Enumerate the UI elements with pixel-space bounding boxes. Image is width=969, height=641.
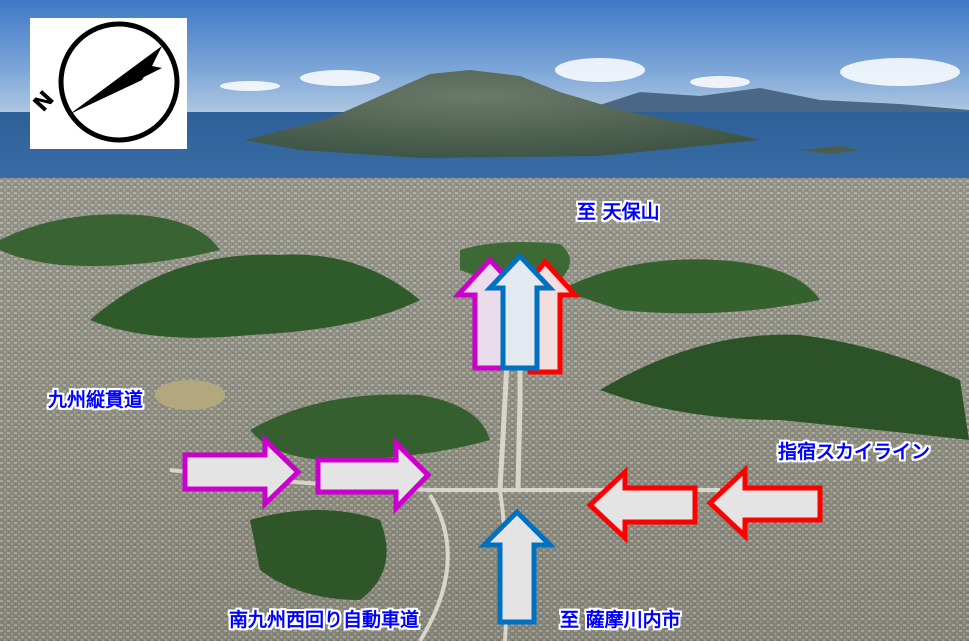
arrow-blue-north-bottom bbox=[477, 508, 557, 625]
label-satsumasendai: 至 薩摩川内市 bbox=[560, 609, 681, 631]
north-arrow-icon: N bbox=[29, 21, 180, 143]
compass-letter: N bbox=[30, 87, 60, 117]
arrow-purple-east-2 bbox=[315, 436, 432, 515]
label-minami-kyushu-expressway: 南九州西回り自動車道 bbox=[229, 609, 420, 631]
arrow-red-west-2 bbox=[706, 464, 823, 542]
arrow-red-west-1 bbox=[586, 466, 698, 544]
label-tenpozan: 至 天保山 bbox=[577, 201, 660, 223]
arrow-blue-north bbox=[484, 252, 556, 371]
clouds bbox=[220, 58, 960, 91]
sakurajima-volcano bbox=[245, 70, 760, 158]
compass: N bbox=[29, 18, 187, 149]
green-hills bbox=[0, 214, 969, 600]
label-kyushu-expressway: 九州縦貫道 bbox=[48, 389, 144, 411]
arrow-purple-east-1 bbox=[182, 434, 302, 510]
label-ibusuki-skyline: 指宿スカイライン bbox=[778, 441, 931, 463]
stadium bbox=[155, 380, 225, 410]
